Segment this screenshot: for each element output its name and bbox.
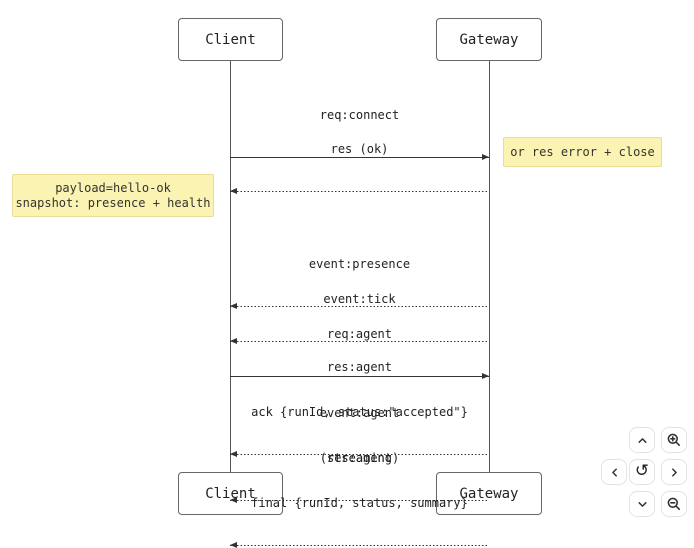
message-arrow xyxy=(230,154,489,160)
zoom-out-button[interactable] xyxy=(661,491,687,517)
zoom-out-icon xyxy=(667,497,680,510)
zoom-in-button[interactable] xyxy=(661,427,687,453)
arrowhead-left-icon xyxy=(230,188,237,194)
message-arrow xyxy=(230,497,489,503)
message-req-agent: req:agent xyxy=(230,297,489,379)
actor-client-bottom: Client xyxy=(178,472,283,515)
actor-label: Gateway xyxy=(459,31,519,48)
note-right-of-gateway: or res error + close xyxy=(503,137,662,167)
message-label: event:tick xyxy=(323,292,396,306)
arrowhead-left-icon xyxy=(230,497,237,503)
message-event-presence: event:presence xyxy=(230,227,489,309)
chevron-right-icon xyxy=(671,467,677,477)
message-label: event:presence xyxy=(308,257,411,271)
lifeline-gateway xyxy=(489,61,490,472)
actor-label: Client xyxy=(205,485,256,502)
pan-right-button[interactable] xyxy=(661,459,687,485)
actor-gateway-bottom: Gateway xyxy=(436,472,542,515)
chevron-down-icon xyxy=(637,501,647,507)
arrowhead-left-icon xyxy=(230,451,237,457)
message-arrow xyxy=(230,188,489,194)
message-req-connect: req:connect xyxy=(230,78,489,160)
message-res-ok: res (ok) xyxy=(230,112,489,194)
actor-gateway-top: Gateway xyxy=(436,18,542,61)
note-left-of-client: payload=hello-ok snapshot: presence + he… xyxy=(12,174,214,217)
arrowhead-right-icon xyxy=(482,154,489,160)
message-arrow xyxy=(230,542,489,548)
arrowhead-left-icon xyxy=(230,338,237,344)
message-label: res:agent ack {runId, status:"accepted"} xyxy=(251,360,468,419)
message-arrow xyxy=(230,373,489,379)
reset-icon: ↺ xyxy=(634,460,650,481)
message-label: req:connect xyxy=(319,108,400,122)
arrowhead-left-icon xyxy=(230,542,237,548)
message-res-agent-final: res:agent final {runId, status, summary} xyxy=(230,421,489,548)
pan-down-button[interactable] xyxy=(629,491,655,517)
message-label: event:agent (streaming) xyxy=(319,406,400,465)
reset-view-button[interactable]: ↺ xyxy=(629,459,655,485)
message-label: res:agent final {runId, status, summary} xyxy=(251,451,468,510)
message-res-agent-ack: res:agent ack {runId, status:"accepted"} xyxy=(230,330,489,457)
message-event-agent-streaming: event:agent (streaming) xyxy=(230,376,489,503)
chevron-up-icon xyxy=(637,437,647,443)
actor-client-top: Client xyxy=(178,18,283,61)
chevron-left-icon xyxy=(611,467,617,477)
zoom-in-icon xyxy=(667,433,680,446)
message-arrow xyxy=(230,338,489,344)
pan-left-button[interactable] xyxy=(601,459,627,485)
lifeline-client xyxy=(230,61,231,472)
message-event-tick: event:tick xyxy=(230,262,489,344)
actor-label: Client xyxy=(205,31,256,48)
actor-label: Gateway xyxy=(459,485,519,502)
message-arrow xyxy=(230,451,489,457)
pan-up-button[interactable] xyxy=(629,427,655,453)
arrowhead-right-icon xyxy=(482,373,489,379)
message-label: res (ok) xyxy=(330,142,389,156)
message-arrow xyxy=(230,303,489,309)
message-label: req:agent xyxy=(326,327,393,341)
arrowhead-left-icon xyxy=(230,303,237,309)
